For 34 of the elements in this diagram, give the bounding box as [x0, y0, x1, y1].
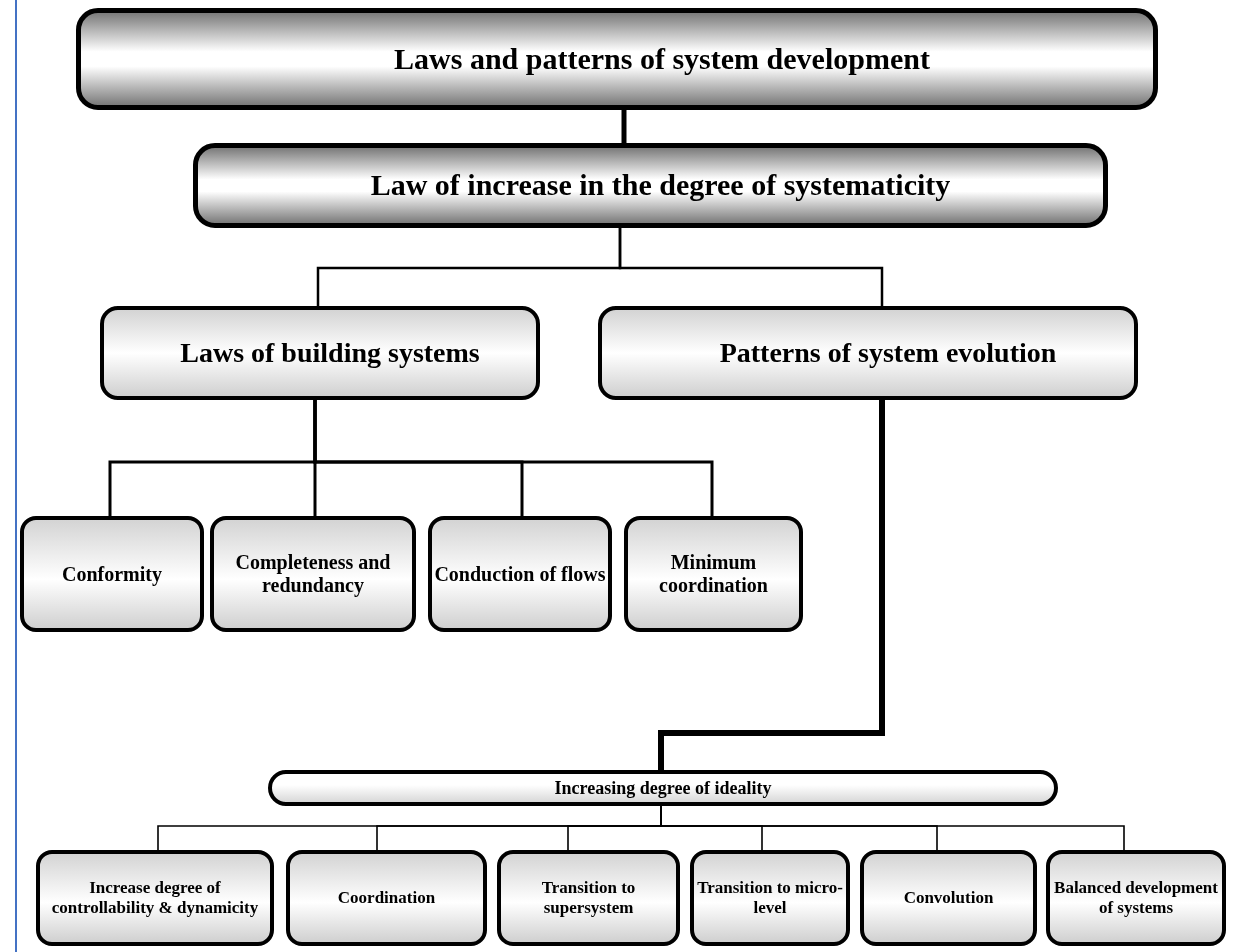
rounded-box: [860, 850, 1037, 946]
node-label: Coordination: [337, 888, 436, 908]
rounded-box: [624, 516, 803, 632]
node-label: Patterns of system evolution: [719, 336, 1057, 370]
rounded-box: [20, 516, 204, 632]
node-label: Laws of building systems: [180, 336, 480, 370]
node-label: Convolution: [903, 888, 994, 908]
rounded-box: [36, 850, 274, 946]
connector-line: [313, 400, 714, 516]
rounded-box: [286, 850, 487, 946]
node-label: Conformity: [62, 562, 162, 586]
rounded-box: [497, 850, 680, 946]
node-label: Transition to supersystem: [540, 878, 637, 918]
node-label: Balanced development of systems: [1053, 878, 1219, 918]
node-label: Minimum coordination: [658, 551, 769, 597]
rounded-box: [76, 8, 1158, 110]
connector-line: [618, 228, 884, 306]
rounded-box: [690, 850, 850, 946]
rounded-box: [428, 516, 612, 632]
rounded-box: [1046, 850, 1226, 946]
node-label: Law of increase in the degree of systematicity: [370, 168, 951, 203]
node-label: Completeness and redundancy: [234, 551, 392, 597]
node-label: Conduction of flows: [434, 562, 606, 586]
rounded-box: [100, 306, 540, 400]
node-label: Increasing degree of ideality: [554, 777, 772, 799]
connector-line: [658, 400, 885, 770]
pill-box: [268, 770, 1058, 806]
node-label: Laws and patterns of system development: [394, 41, 930, 77]
connector-line: [621, 110, 627, 143]
node-label: Transition to micro-level: [696, 878, 844, 918]
rounded-box: [598, 306, 1138, 400]
node-label: Increase degree of controllability & dynamicity: [50, 878, 260, 918]
rounded-box: [210, 516, 416, 632]
rounded-box: [193, 143, 1108, 228]
